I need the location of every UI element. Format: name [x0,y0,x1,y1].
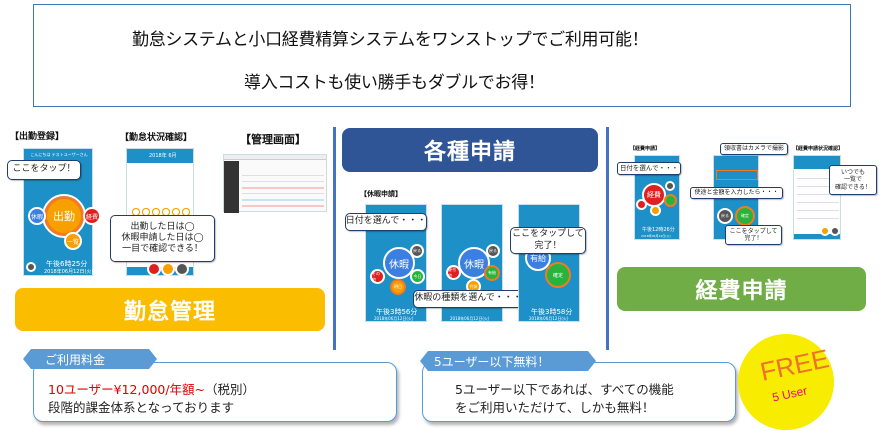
confirm-button[interactable]: 確定 [735,206,755,226]
callout-expense-date: 日付を選んで・・・ [617,162,681,175]
free-badge: FREE 5 User [738,334,834,430]
headline-line-2: 導入コストも使い勝手もダブルでお得！ [244,73,545,93]
paid-leave-button[interactable]: 有給 [484,265,500,281]
greeting: こんにちは テストユーザーさん [30,152,88,157]
cal-btn-gray[interactable] [175,262,189,276]
screen-label-expense-status: 【経費申請状況確認】 [793,146,844,152]
other-button[interactable]: その他 [370,269,385,284]
callout-choose-date: 日付を選んで・・・ [345,213,427,231]
leave-main[interactable]: 休暇 [383,247,415,279]
tomorrow-button[interactable]: 明日 [390,279,406,295]
leave-button[interactable]: 休暇 [28,207,46,225]
divider-right [606,127,609,350]
admin-screen-thumbnail [223,154,327,213]
callout-line: 出勤した日は◯ [130,221,195,232]
divider-left [333,127,336,350]
pricing-box [33,362,397,422]
clock-time: 午後6時25分 [46,260,88,268]
callout-line: 完了！ [744,235,763,242]
price-tax-note: （税別） [205,382,256,397]
callout-line: 一目で確認できる！ [122,244,203,255]
callout-tap-complete: ここをタップして 完了！ [510,227,586,254]
banner-attendance: 勤怠管理 [15,288,325,331]
free-box [422,362,736,422]
expense-today[interactable] [664,194,677,207]
callout-tap-here: ここをタップ！ [7,160,81,180]
back-button[interactable]: 戻る [486,244,500,258]
screen-label-leave: 【休暇申請】 [360,190,402,198]
expense-button[interactable]: 経費 [83,207,101,225]
list-btn-gray[interactable] [830,226,840,236]
today-button[interactable]: 今日 [410,269,425,284]
banner-expenses: 経費申請 [617,267,866,311]
header-requests: 各種申請 [342,128,598,172]
leave-date: 2018年06月12日(火) [450,316,490,321]
screen-label-status: 【勤怠状況確認】 [120,133,193,143]
callout-camera: 領収書はカメラで撮影 [720,143,788,155]
cal-btn-orange[interactable] [161,262,175,276]
expense-yesterday[interactable] [650,205,661,216]
list-btn-orange[interactable] [820,226,830,236]
callout-line: ここをタップして [512,229,584,240]
free-tag: 5ユーザー以下無料！ [420,351,596,371]
free-line-1: 5ユーザー以下であれば、すべての機能 [455,382,674,397]
confirm-button[interactable]: 確定 [545,262,571,288]
callout-choose-type: 休暇の種類を選んで・・・ [413,290,523,308]
free-badge-main: FREE [757,343,832,387]
screen-label-clock-in: 【出勤登録】 [10,132,65,142]
settings-icon[interactable] [26,262,36,272]
bereavement-button[interactable]: 慶弔他 [446,265,461,280]
screen-label-admin: 【管理画面】 [240,133,306,146]
clock-in-button[interactable]: 出勤 [42,194,86,238]
free-line-2: をご利用いただけて、しかも無料！ [455,400,655,415]
clock-date: 2018年06月12日(火) [44,269,94,275]
callout-line: 確認できる！ [835,183,871,191]
expense-back[interactable] [665,181,675,191]
callout-tap-complete-expense: ここをタップして 完了！ [725,225,782,245]
cal-btn-red[interactable] [147,262,161,276]
free-text: 5ユーザー以下であれば、すべての機能 をご利用いただけて、しかも無料！ [455,381,674,417]
pricing-tag: ご利用料金 [23,349,157,369]
list-button[interactable]: 一覧 [64,232,82,250]
headline-box: 勤怠システムと小口経費精算システムをワンストップでご利用可能！ 導入コストも使い… [33,4,851,107]
callout-line: いつでも [840,168,865,176]
callout-line: 休暇申請した日は◯ [121,232,204,243]
leave-time: 午後3時56分 [376,308,418,316]
confirm-time: 午後3時58分 [531,308,573,316]
free-badge-sub: 5 User [770,383,809,405]
callout-enter-amount: 使途と金額を入力したら・・・ [690,187,783,199]
expense-date: 2018年06月12日(火) [641,234,671,238]
expense-time: 午後12時26分 [642,227,675,233]
back-button[interactable]: 戻る [717,208,733,224]
callout-anytime-list: いつでも 一覧で 確認できる！ [829,165,877,195]
confirm-date: 2018年06月12日(火) [529,316,569,321]
price-amount: 10ユーザー¥12,000/年額~ [48,382,206,397]
callout-line: 完了！ [534,240,562,251]
pricing-text: 10ユーザー¥12,000/年額~（税別） 段階的課金体系となっております [48,381,255,417]
headline-line-1: 勤怠システムと小口経費精算システムをワンストップでご利用可能！ [132,30,649,50]
callout-line: ここをタップして [729,227,778,235]
screen-label-expense: 【経費申請】 [630,146,661,152]
leave-date: 2018年06月12日(火) [374,316,414,321]
pricing-tier-note: 段階的課金体系となっております [48,400,235,415]
calendar-month: 2018年 6月 [149,153,177,159]
callout-line: 一覧で [843,176,862,184]
back-button[interactable]: 戻る [410,244,424,258]
expense-other[interactable] [636,199,647,210]
callout-calendar-legend: 出勤した日は◯ 休暇申請した日は◯ 一目で確認できる！ [110,215,215,262]
phone-leave-confirm: 有給 確定 午後3時58分 2018年06月12日(火) [518,204,580,322]
